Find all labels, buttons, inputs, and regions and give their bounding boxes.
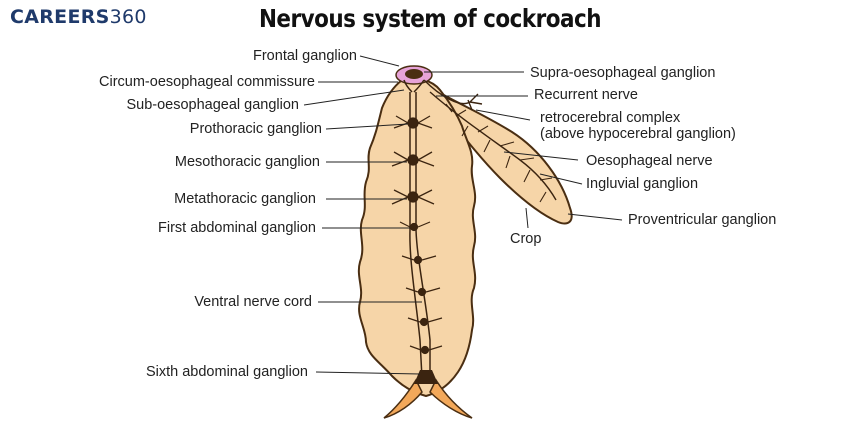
label-sub-oesophageal-ganglion: Sub-oesophageal ganglion xyxy=(126,97,299,113)
prothoracic-ganglion-shape xyxy=(393,115,433,129)
left-cercus xyxy=(383,378,423,419)
diagram-title: Nervous system of cockroach xyxy=(258,4,602,33)
brand-name: CAREERS xyxy=(10,6,110,28)
brand-logo[interactable]: CAREERS360 xyxy=(10,6,147,28)
label-oesophageal-nerve: Oesophageal nerve xyxy=(586,153,713,169)
label-circum-oesophageal-commissure: Circum-oesophageal commissure xyxy=(99,74,315,90)
label-sixth-abdominal-ganglion: Sixth abdominal ganglion xyxy=(145,364,308,380)
label-crop: Crop xyxy=(510,231,542,247)
label-proventricular-ganglion: Proventricular ganglion xyxy=(628,212,777,228)
supra-oesophageal-ganglion-shape xyxy=(405,69,423,79)
circum-oesophageal-commissure-shape xyxy=(403,79,425,93)
label-retrocerebral-complex-note: (above hypocerebral ganglion) xyxy=(540,126,736,142)
leader-lines xyxy=(303,55,623,375)
label-mesothoracic-ganglion: Mesothoracic ganglion xyxy=(174,154,320,170)
label-retrocerebral-complex: retrocerebral complex xyxy=(540,110,681,126)
label-frontal-ganglion: Frontal ganglion xyxy=(253,48,357,64)
label-metathoracic-ganglion: Metathoracic ganglion xyxy=(174,191,316,207)
crop-nerve-branches xyxy=(445,103,553,203)
abdominal-ganglia-shapes xyxy=(399,221,443,355)
right-cercus xyxy=(429,378,473,419)
label-first-abdominal-ganglion: First abdominal ganglion xyxy=(158,220,316,236)
ventral-nerve-cord-shape xyxy=(409,92,431,379)
brand-number: 360 xyxy=(109,6,147,28)
label-ventral-nerve-cord: Ventral nerve cord xyxy=(194,294,312,310)
label-ingluvial-ganglion: Ingluvial ganglion xyxy=(586,176,699,192)
label-prothoracic-ganglion: Prothoracic ganglion xyxy=(189,121,322,137)
oesophageal-nerve-shape xyxy=(429,91,557,201)
mesothoracic-ganglion-shape xyxy=(391,151,435,167)
label-supra-oesophageal-ganglion: Supra-oesophageal ganglion xyxy=(530,65,716,81)
label-recurrent-nerve: Recurrent nerve xyxy=(534,87,638,103)
metathoracic-ganglion-shape xyxy=(391,189,435,205)
